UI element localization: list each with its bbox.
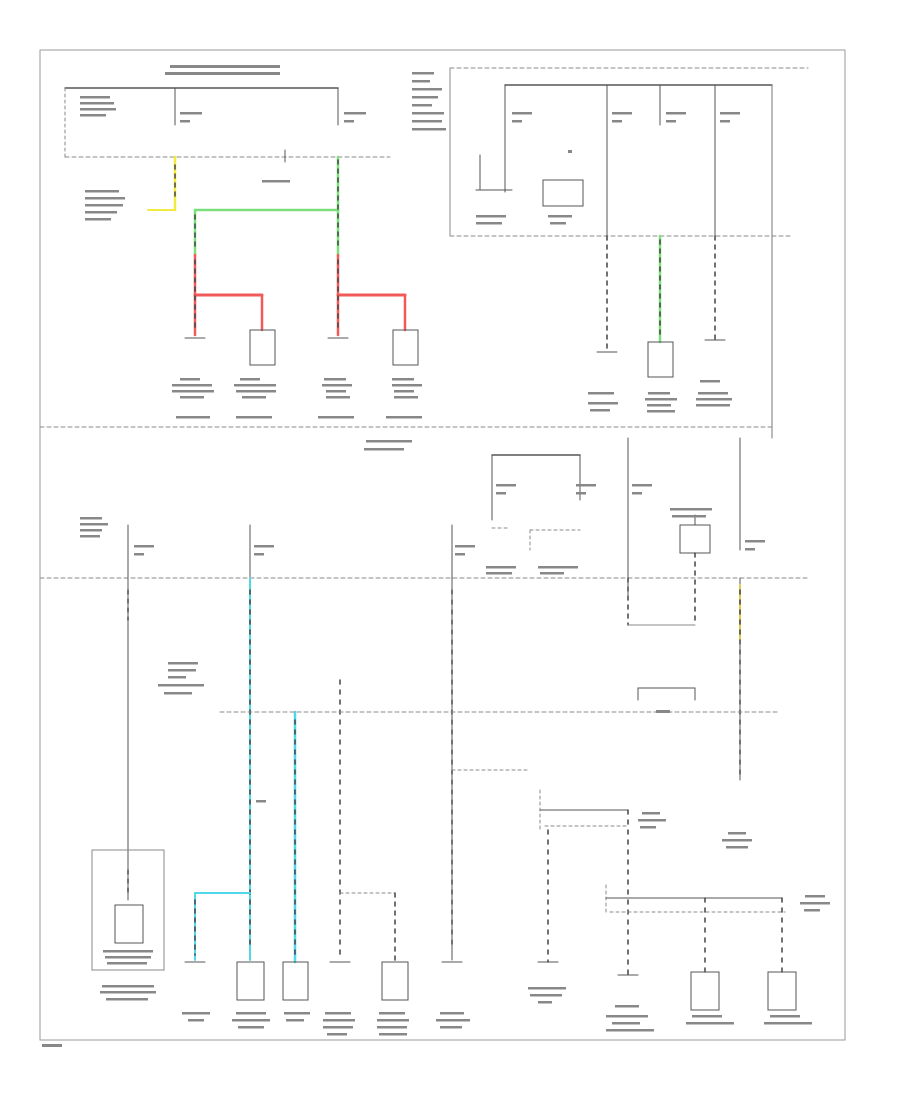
divider-label <box>364 440 412 451</box>
diagram-frame <box>39 49 846 1041</box>
lower-drops <box>127 552 741 964</box>
top-right-component-labels <box>588 380 732 413</box>
red-branch-right <box>336 253 407 337</box>
footer-code-mark <box>42 1044 62 1047</box>
yellow-wire <box>147 155 177 212</box>
fuse-box-label <box>80 65 366 183</box>
red-branch-left <box>193 253 264 337</box>
top-right-labels <box>412 72 740 225</box>
middle-fuse-stubs <box>127 524 453 579</box>
bottom-labels <box>100 950 470 1036</box>
middle-labels <box>80 484 765 575</box>
green-feed <box>193 155 340 257</box>
under-hood-fuse-box <box>64 87 391 163</box>
component-box-2 <box>392 329 419 366</box>
middle-fuse-group <box>491 437 741 601</box>
component-box-1 <box>249 329 276 366</box>
top-left-component-labels <box>172 378 422 419</box>
lower-right-branch <box>539 789 786 976</box>
bottom-components <box>91 849 797 1011</box>
steering-label <box>85 190 125 221</box>
lower-right-labels <box>528 812 830 1032</box>
harness-label <box>158 662 670 803</box>
top-right-relay-box <box>449 67 809 439</box>
top-right-drops <box>596 234 726 378</box>
